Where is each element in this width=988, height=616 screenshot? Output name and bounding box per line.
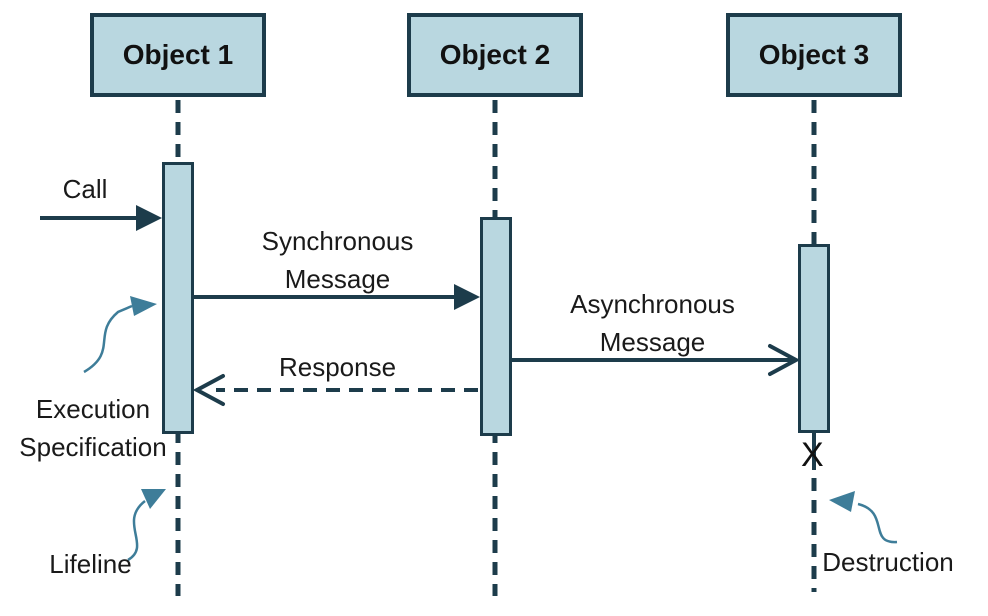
synchronous-arrowhead-icon <box>454 284 480 310</box>
asynchronous-message-label: Asynchronous Message <box>545 285 760 361</box>
execution-annotation-arrowhead-icon <box>130 296 157 316</box>
object-3-label: Object 3 <box>758 39 870 70</box>
call-label: Call <box>62 174 108 204</box>
object-2-label: Object 2 <box>439 39 551 70</box>
execution-specification-label-line1: Execution <box>35 394 151 424</box>
lifeline-annotation-curve <box>127 500 146 562</box>
destruction-annotation-arrowhead-icon <box>829 491 855 512</box>
object-3-box: Object 3 <box>726 13 902 97</box>
asynchronous-arrowhead-icon <box>768 344 801 376</box>
destruction-annotation-curve <box>857 502 898 544</box>
activation-bar-object-3 <box>798 244 830 433</box>
activation-bar-object-2 <box>480 217 512 436</box>
synchronous-message-label-line2: Message <box>284 264 391 294</box>
synchronous-message-label: Synchronous Message <box>230 222 445 298</box>
execution-specification-label-line2: Specification <box>19 432 167 462</box>
lifeline-label: Lifeline <box>49 549 132 579</box>
response-arrowhead-icon <box>192 374 225 406</box>
object-1-box: Object 1 <box>90 13 266 97</box>
response-label: Response <box>278 352 397 382</box>
call-arrowhead-icon <box>136 205 162 231</box>
lifeline-annotation-arrowhead-icon <box>141 489 166 509</box>
activation-bar-object-1 <box>162 162 194 434</box>
asynchronous-message-label-line1: Asynchronous <box>570 289 735 319</box>
synchronous-message-label-line1: Synchronous <box>261 226 414 256</box>
destruction-x-marker: X <box>801 436 824 474</box>
execution-specification-label: Execution Specification <box>8 390 178 466</box>
execution-annotation-curve <box>83 304 133 374</box>
object-1-label: Object 1 <box>122 39 234 70</box>
destruction-label: Destruction <box>822 547 954 577</box>
asynchronous-message-label-line2: Message <box>599 327 706 357</box>
object-2-box: Object 2 <box>407 13 583 97</box>
